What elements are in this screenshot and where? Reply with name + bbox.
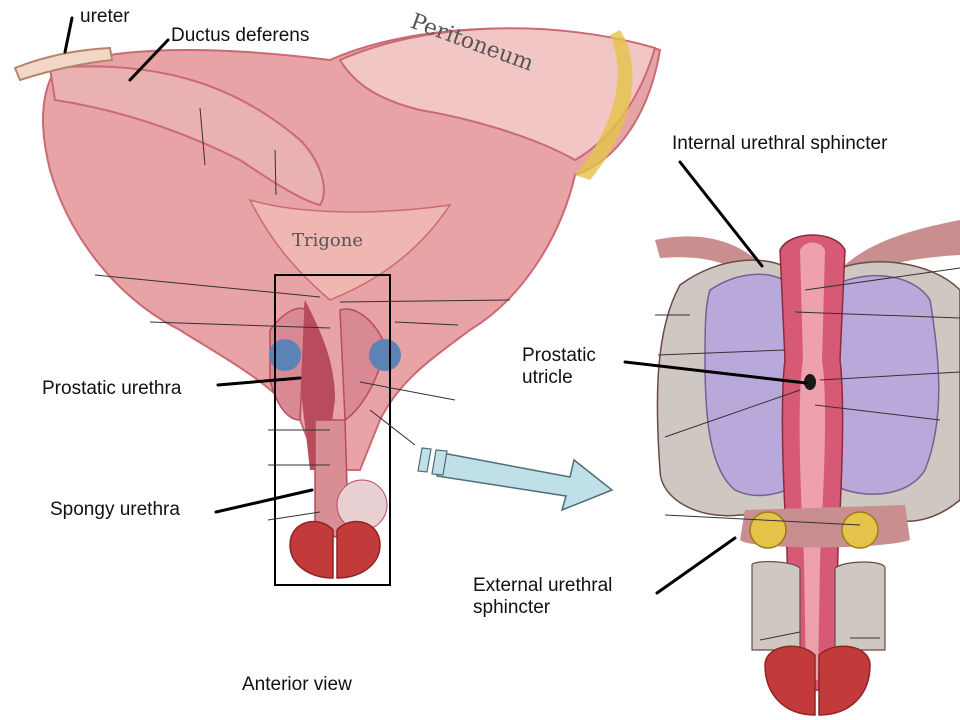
thin-line-4 — [149, 321, 331, 329]
thin-line-2 — [274, 149, 277, 196]
prostate-lobe-left — [704, 273, 796, 497]
leader-prostatic-urethra — [216, 376, 302, 387]
label-prostatic-urethra: Prostatic urethra — [42, 378, 182, 399]
thin-line-r7 — [819, 371, 960, 381]
thin-line-11 — [267, 511, 321, 521]
peritoneum-edge-yellow — [575, 30, 633, 180]
thin-label-lines-right — [655, 267, 960, 641]
bladder-anterior-view: Peritoneum Trigone — [13, 9, 662, 586]
thin-line-r6 — [794, 311, 960, 319]
bladder-neck-left — [655, 236, 770, 285]
thin-line-7 — [359, 381, 456, 401]
prostate-section — [655, 220, 960, 716]
thin-line-1 — [199, 107, 206, 166]
thin-line-r3 — [664, 389, 801, 438]
venous-plexus-right — [369, 339, 401, 371]
label-ureter: ureter — [80, 6, 130, 27]
label-internal-urethral-sphincter: Internal urethral sphincter — [672, 133, 888, 154]
bulb-left — [764, 645, 816, 716]
label-external-urethral-sphincter: External urethral sphincter — [473, 575, 613, 618]
leader-prostatic-utricle — [623, 360, 808, 385]
thin-label-lines — [94, 107, 511, 521]
urethra-lumen — [799, 242, 826, 680]
thin-line-8 — [369, 409, 416, 446]
ureter-shape — [13, 46, 114, 82]
venous-plexus-left — [269, 339, 301, 371]
glans-right — [336, 520, 381, 579]
trigone-text: Trigone — [292, 230, 363, 251]
prostate-lobe-right — [834, 274, 940, 495]
label-spongy-urethra: Spongy urethra — [50, 499, 180, 520]
caption-anterior-view: Anterior view — [242, 674, 352, 695]
thin-line-r2 — [657, 349, 786, 356]
label-prostatic-utricle: Prostatic utricle — [522, 345, 596, 388]
bulb-right — [818, 645, 871, 716]
bulbourethral-gland-left — [749, 511, 787, 549]
thin-line-5 — [339, 299, 511, 303]
leader-spongy-urethra — [214, 488, 314, 514]
arrow-tail-segment-1 — [417, 447, 432, 473]
arrow-tail-segment-2 — [431, 449, 448, 476]
ductus-deferens-shape — [48, 65, 325, 207]
thin-line-6 — [394, 321, 459, 326]
thin-line-r4 — [664, 514, 861, 526]
thin-line-r5 — [804, 267, 960, 291]
leader-ductus-deferens — [128, 38, 170, 82]
corpus-cavernosum — [751, 561, 886, 651]
thin-line-3 — [94, 274, 321, 298]
leader-lines — [63, 16, 808, 595]
leader-ureter — [63, 16, 74, 54]
bulbourethral-gland-right — [841, 511, 879, 549]
trigone-region — [248, 198, 452, 301]
glans-left — [289, 520, 334, 579]
arrow-icon — [436, 451, 614, 512]
leader-internal-sphincter — [678, 160, 764, 268]
direction-arrow — [417, 447, 614, 512]
prostatic-utricle-opening — [804, 374, 816, 390]
leader-external-sphincter — [655, 536, 737, 595]
thin-line-r9 — [759, 631, 801, 641]
label-ductus-deferens: Ductus deferens — [171, 25, 310, 46]
thin-line-r8 — [814, 404, 941, 421]
